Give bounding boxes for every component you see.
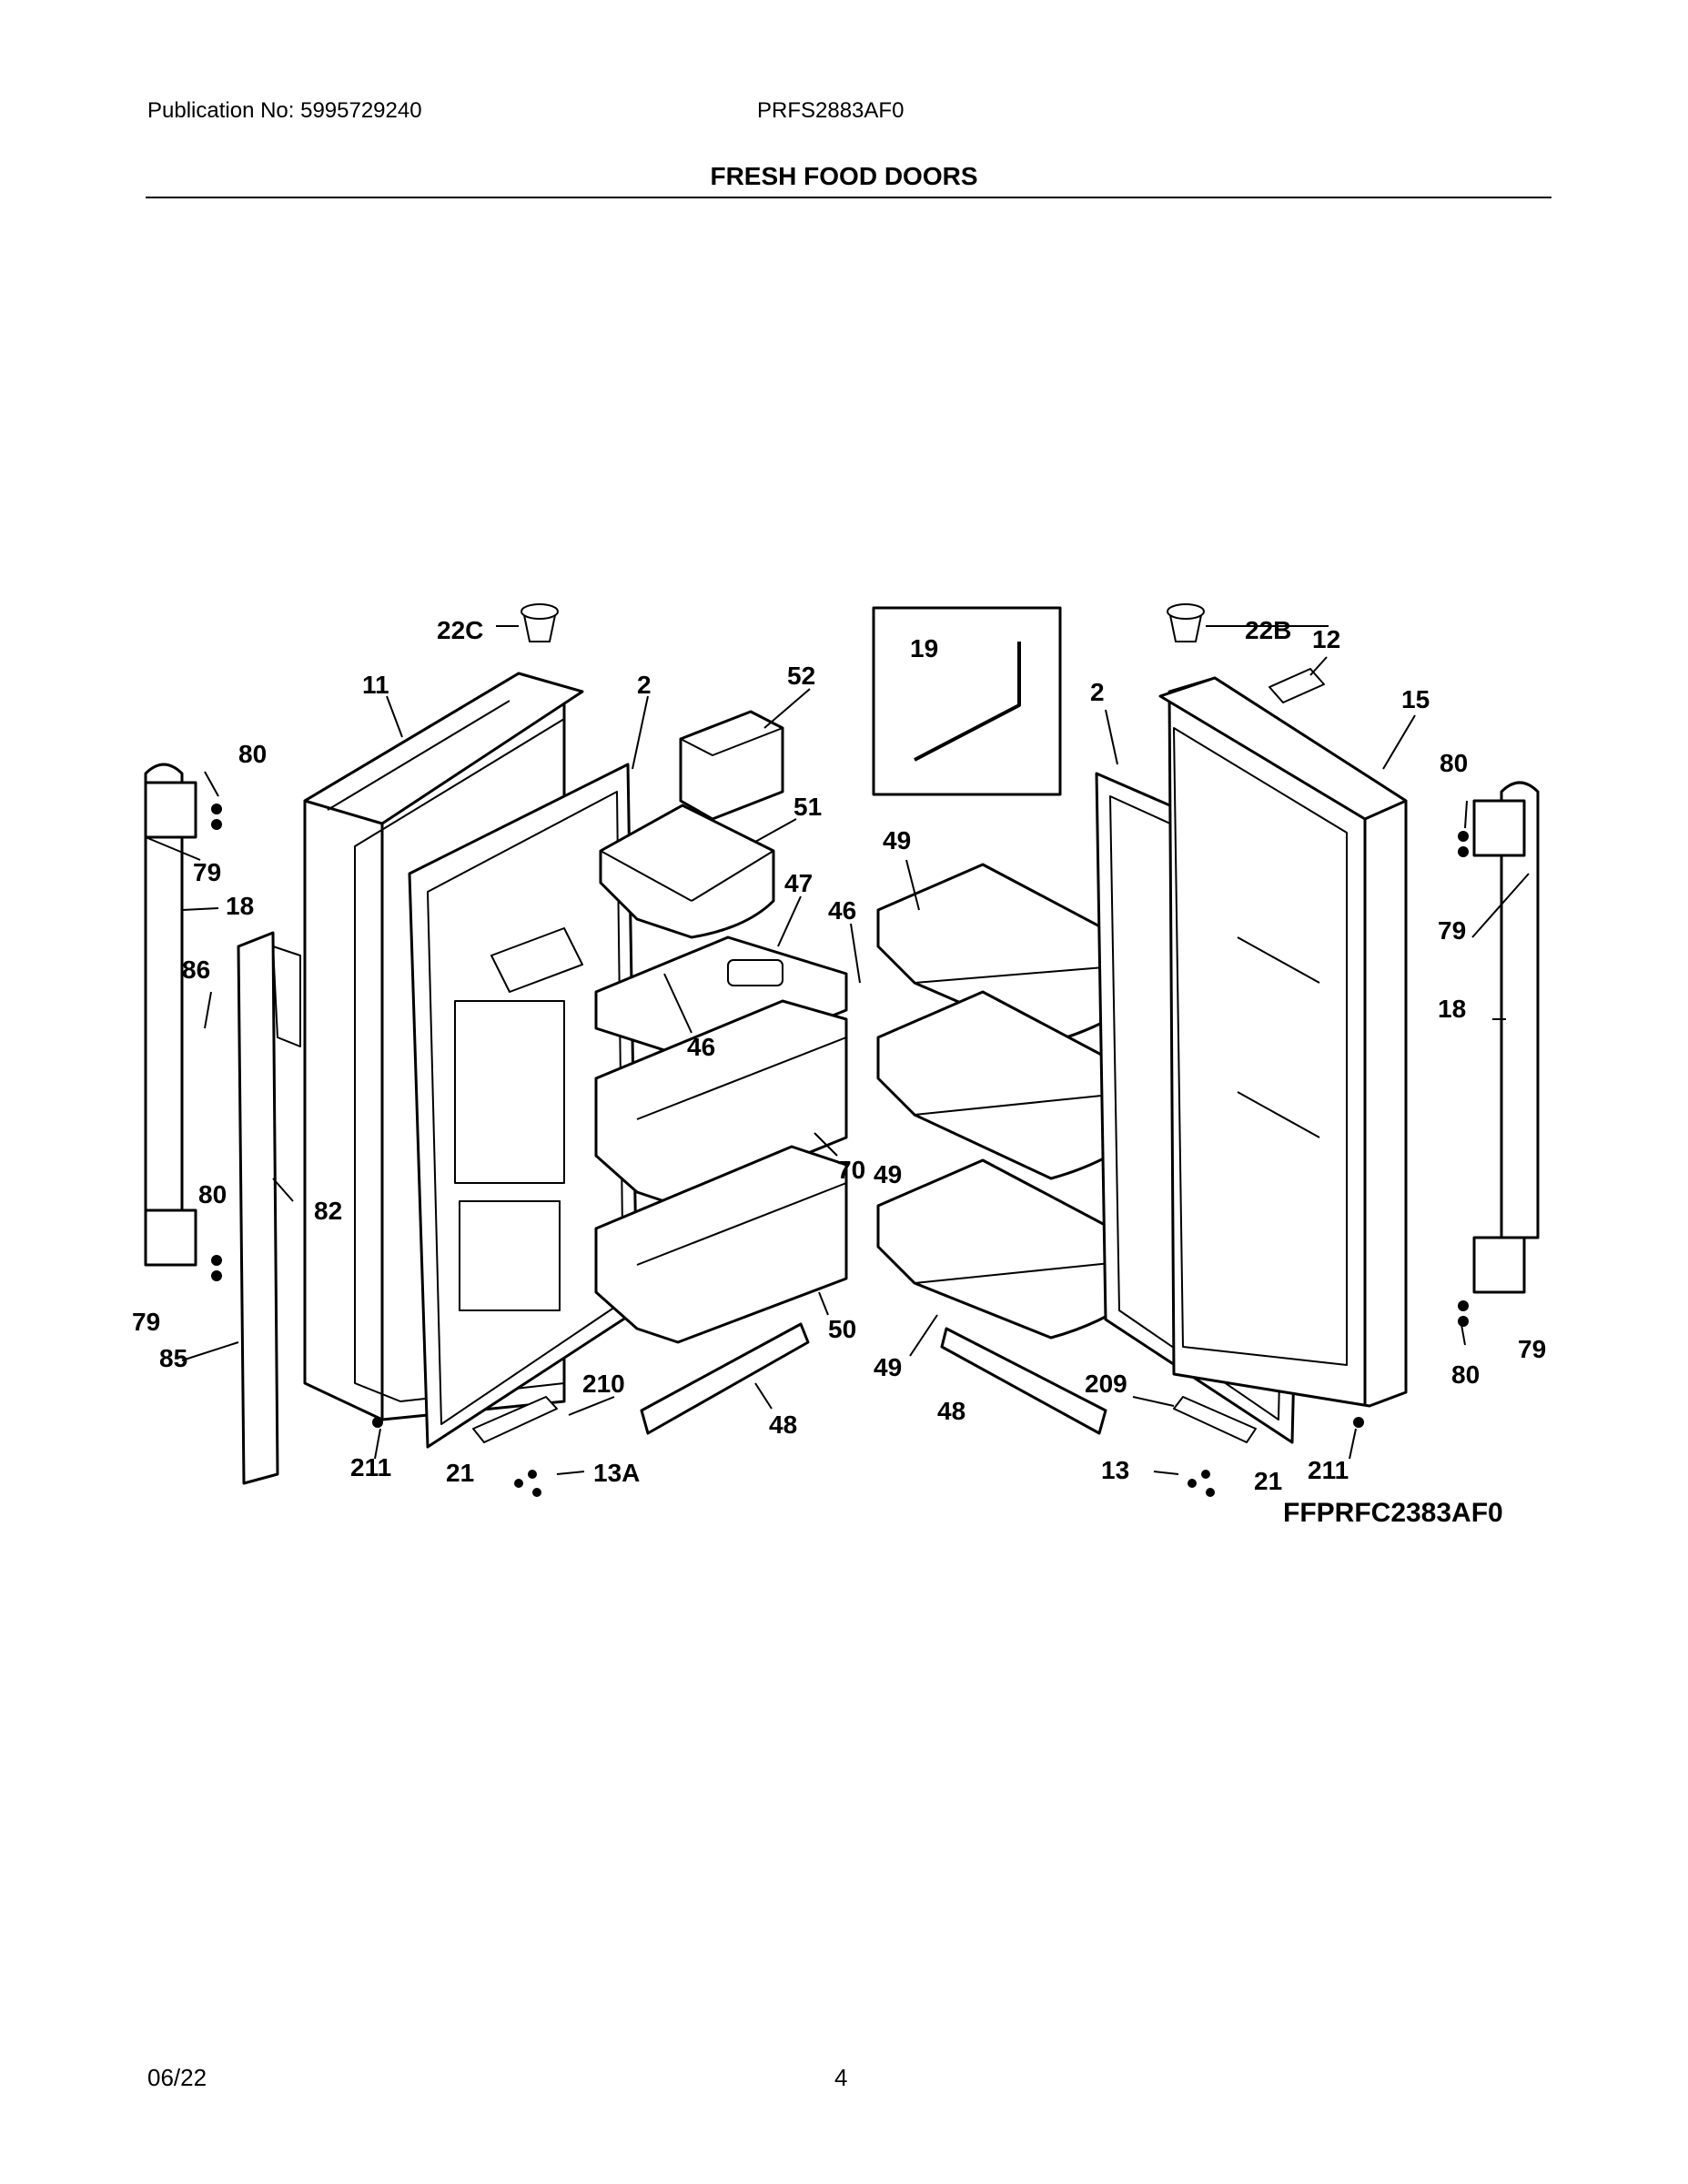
part-52-bin	[679, 710, 784, 821]
hinge-209	[1173, 1396, 1257, 1443]
callout: 49	[883, 826, 911, 854]
callout: 80	[238, 740, 267, 768]
callout: 21	[1254, 1467, 1282, 1495]
callout: 18	[1438, 995, 1466, 1023]
callout: 18	[226, 892, 254, 920]
leader-lines	[145, 625, 1530, 1475]
left-trim	[237, 931, 301, 1485]
callout: 13A	[593, 1459, 640, 1487]
right-door-outer	[1158, 676, 1408, 1408]
callout: 46	[828, 896, 856, 925]
left-handle	[144, 763, 197, 1267]
callout: 70	[837, 1156, 865, 1184]
callout: 49	[874, 1353, 902, 1381]
callout: 2	[1090, 678, 1105, 706]
callout: 2	[637, 671, 652, 699]
callout: 12	[1312, 625, 1340, 653]
callout: 22B	[1245, 616, 1291, 644]
part-19-box	[872, 606, 1062, 796]
callout: 50	[828, 1315, 856, 1343]
screws	[211, 804, 1469, 1497]
part-22c-cap	[521, 603, 559, 642]
callout: 209	[1085, 1370, 1127, 1398]
callout: 51	[793, 793, 822, 821]
diagram-code: FFPRFC2383AF0	[1283, 1498, 1503, 1528]
callout: 211	[1308, 1456, 1349, 1484]
callout: 79	[1518, 1335, 1546, 1363]
part-22b-cap	[1167, 603, 1205, 642]
callout: 19	[910, 634, 938, 662]
diagram-drawing	[144, 603, 1540, 1497]
header-rule	[146, 197, 1552, 198]
section-title: FRESH FOOD DOORS	[710, 162, 978, 190]
callout: 80	[1451, 1360, 1480, 1389]
callout: 79	[132, 1308, 160, 1336]
part-49-bin-bot	[876, 1158, 1139, 1340]
part-48-strip-right	[940, 1327, 1107, 1435]
callout: 47	[784, 869, 813, 897]
callout: 86	[182, 956, 210, 984]
callout: 79	[193, 858, 221, 886]
callout: 13	[1101, 1456, 1129, 1484]
callout-labels: 22C 11 2 52 51 47 46 46 70 50 48 210 21 …	[132, 616, 1546, 1528]
part-51-bin	[599, 804, 775, 939]
callout: 11	[362, 671, 389, 699]
callout: 49	[874, 1160, 902, 1188]
left-door-liner	[454, 927, 583, 1311]
footer-date: 06/22	[147, 2064, 207, 2091]
callout: 52	[787, 662, 815, 690]
callout: 48	[937, 1397, 965, 1425]
callout: 46	[687, 1033, 715, 1061]
callout: 211	[350, 1453, 391, 1481]
callout: 22C	[437, 616, 483, 644]
part-50-bin	[594, 1145, 848, 1344]
callout: 85	[159, 1344, 187, 1372]
model-number: PRFS2883AF0	[757, 98, 905, 123]
callout: 48	[769, 1410, 797, 1439]
callout: 79	[1438, 916, 1466, 945]
callout: 82	[314, 1197, 342, 1225]
callout: 210	[582, 1370, 625, 1398]
right-handle	[1472, 781, 1540, 1294]
page-number: 4	[834, 2064, 848, 2091]
part-48-strip-left	[640, 1322, 810, 1435]
callout: 80	[1440, 749, 1468, 777]
part-12-label	[1269, 668, 1325, 703]
hinge-210	[472, 1396, 558, 1443]
publication-number: Publication No: 5995729240	[147, 98, 422, 123]
callout: 21	[446, 1459, 474, 1487]
callout: 80	[198, 1180, 227, 1208]
callout: 15	[1401, 685, 1430, 713]
